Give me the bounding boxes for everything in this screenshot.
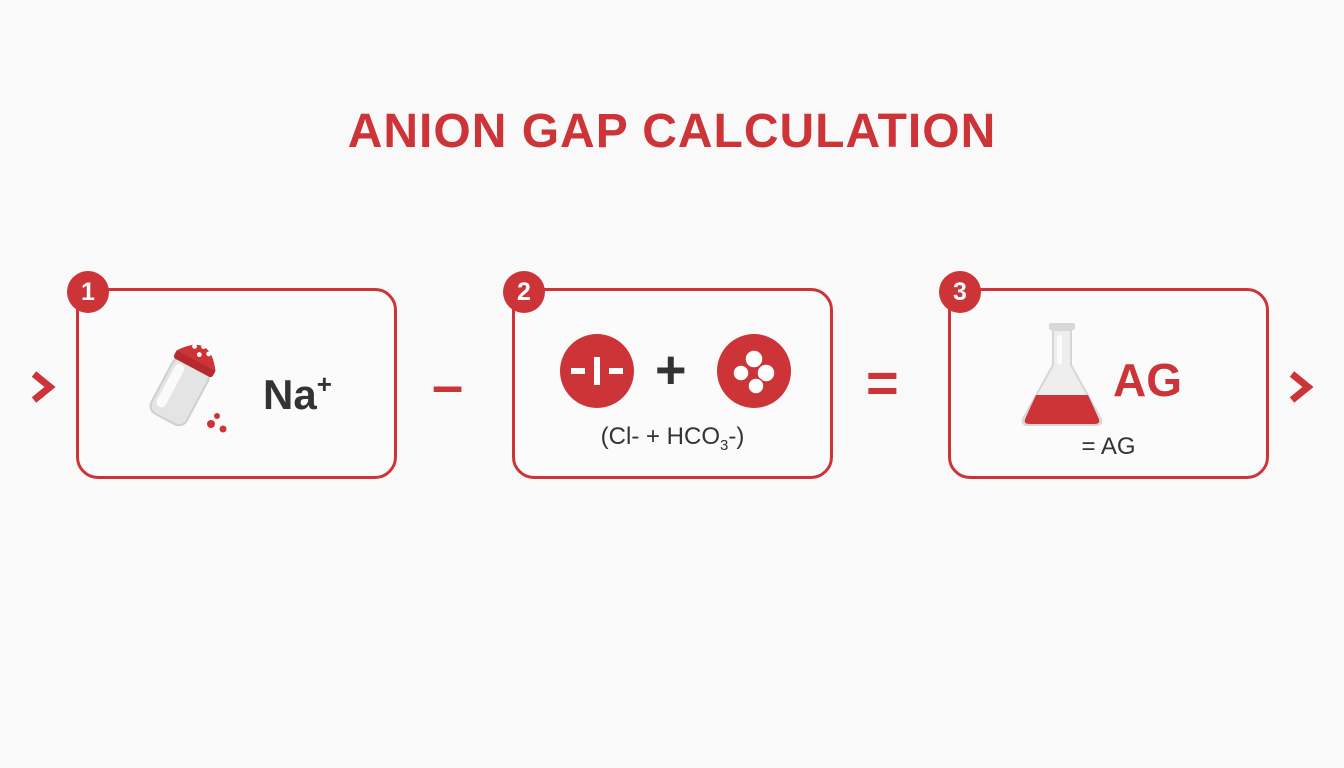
chevron-right-icon bbox=[1289, 371, 1314, 403]
sodium-symbol: Na bbox=[263, 371, 317, 418]
plus-sign: + bbox=[655, 340, 687, 400]
minus-operator: – bbox=[432, 353, 464, 416]
step-card-anions: 2 + (Cl- + HCO3-) bbox=[503, 271, 833, 479]
sodium-charge: + bbox=[316, 369, 332, 399]
anion-gap-label: AG bbox=[1113, 354, 1182, 406]
formula-sub: 3 bbox=[720, 436, 729, 454]
anion-formula: (Cl- + HCO3-) bbox=[515, 423, 830, 454]
step-badge: 3 bbox=[939, 271, 981, 313]
salt-shaker-icon bbox=[149, 343, 227, 433]
flask-icon bbox=[1021, 323, 1103, 426]
sodium-label: Na+ bbox=[263, 369, 332, 419]
step-badge: 2 bbox=[503, 271, 545, 313]
chevron-right-icon bbox=[31, 371, 56, 403]
step-card-sodium: 1 Na+ bbox=[67, 271, 397, 479]
bicarbonate-molecule-icon bbox=[717, 334, 791, 408]
step-badge: 1 bbox=[67, 271, 109, 313]
formula-post: -) bbox=[728, 423, 745, 450]
formula-pre: (Cl- + HCO bbox=[600, 423, 720, 450]
step-card-anion-gap: 3 AG = AG bbox=[939, 271, 1269, 479]
chloride-ion-icon bbox=[560, 334, 634, 408]
page-title: ANION GAP CALCULATION bbox=[347, 105, 997, 158]
equals-operator: = bbox=[866, 351, 899, 414]
anion-gap-result: = AG bbox=[1081, 433, 1136, 460]
